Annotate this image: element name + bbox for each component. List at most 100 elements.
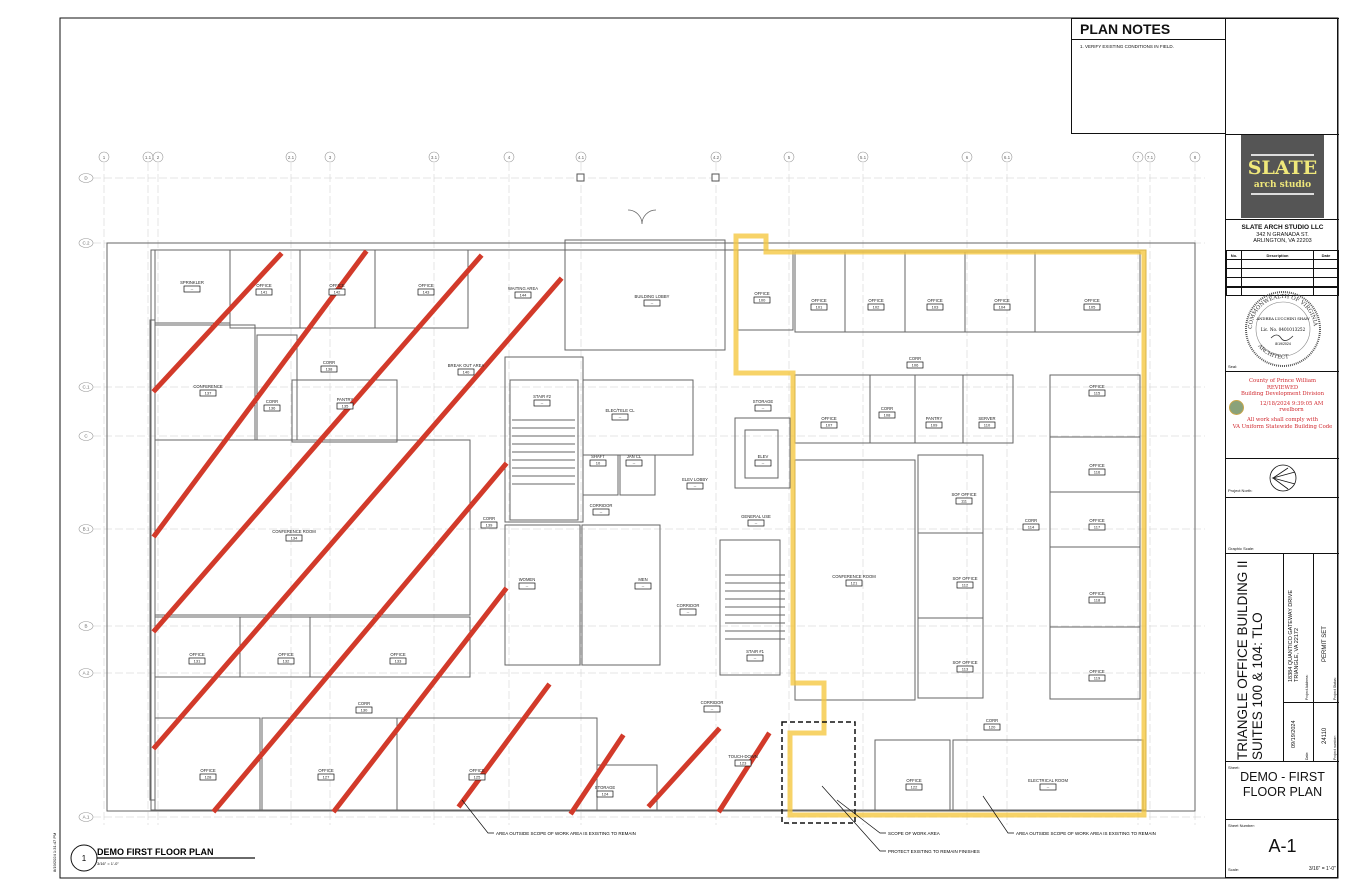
room-number: 107 (826, 423, 833, 428)
plan-note-1: 1. VERIFY EXISTING CONDITIONS IN FIELD. (1080, 44, 1174, 49)
stamp-line-7: VA Uniform Statewide Building Code (1232, 423, 1333, 430)
firm-name: SLATE ARCH STUDIO LLC (1241, 224, 1324, 231)
room-number-box (686, 482, 704, 490)
room-number-box (1022, 523, 1040, 531)
room-number-box (926, 303, 944, 311)
room-tag: SPRINKLER-- (180, 280, 204, 293)
room-number-box (589, 459, 607, 467)
sheet-scale: 3/16" = 1'-0" (1308, 866, 1336, 872)
room-name: OFFICE (1084, 298, 1100, 303)
room-number: -- (619, 415, 622, 420)
logo-text-1: SLATE (1247, 157, 1318, 179)
county-seal-icon (1229, 400, 1244, 415)
room-number-box (263, 404, 281, 412)
room-name: OFFICE (927, 298, 943, 303)
room-number: -- (694, 484, 697, 489)
room-number-box (747, 519, 765, 527)
room-name: GENERAL USE (741, 514, 771, 519)
room-number-box (643, 299, 661, 307)
room-tag: STAIR #2-- (533, 394, 552, 407)
grid-label: 5.1 (860, 155, 867, 160)
room-name: OFFICE (754, 291, 770, 296)
room-number: 143 (423, 290, 430, 295)
grid-label: 4.1 (578, 155, 585, 160)
grid-bubble (78, 173, 94, 183)
room-number-box (1083, 303, 1101, 311)
wall (874, 739, 951, 811)
project-number-label: Project number: (1333, 735, 1337, 760)
stamp-line-5: rwelborn (1279, 407, 1304, 414)
room-tag: STAIR #1-- (746, 649, 765, 662)
room-number-box (317, 773, 335, 781)
rev-header-date: Date (1313, 250, 1339, 260)
room-name: SHAFT (591, 454, 605, 459)
grid-label: D (84, 176, 88, 181)
grid-label: 7 (1137, 155, 1140, 160)
room-name: OFFICE (318, 768, 334, 773)
room-number-box (956, 581, 974, 589)
room-number-box (480, 521, 498, 529)
room-number-box (285, 534, 303, 542)
room-number-box (596, 790, 614, 798)
seal-name: ANDREA LUCCHINI SHAW (1255, 316, 1309, 321)
wall (581, 524, 661, 666)
room-number: 131 (194, 659, 201, 664)
room-number: 120 (989, 725, 996, 730)
room-name: WAITING AREA (508, 286, 538, 291)
room-tag: STORAGE-- (753, 399, 773, 412)
room-name: CONFERENCE ROOM (832, 574, 876, 579)
firm-logo: SLATE arch studio (1241, 135, 1324, 218)
room-number-box (810, 303, 828, 311)
grid-label: 7.1 (1147, 155, 1154, 160)
logo-text-2: arch studio (1253, 180, 1312, 190)
room-number-box (1088, 674, 1106, 682)
room-number: 117 (1094, 525, 1101, 530)
grid-label: B.1 (83, 527, 90, 532)
room-labels: SPRINKLER--OFFICE141OFFICE142OFFICE143WA… (180, 280, 1106, 798)
wall (964, 251, 1036, 333)
room-number: 113 (962, 667, 969, 672)
grid-label: 6 (966, 155, 969, 160)
wall (917, 617, 984, 699)
room-number: 105 (1089, 305, 1096, 310)
room-number: 118 (1094, 598, 1101, 603)
room-name: SPRINKLER (180, 280, 204, 285)
seal-ring-text: COMMONWEALTH OF VIRGINIA (1248, 294, 1318, 329)
room-number: 136 (269, 406, 276, 411)
grid-bubble (575, 151, 587, 163)
room-number: -- (754, 656, 757, 661)
grid-bubble (961, 151, 973, 163)
room-number: -- (762, 406, 765, 411)
sheet-number: A-1 (1268, 836, 1297, 856)
grid-bubble (428, 151, 440, 163)
room-number-box (955, 497, 973, 505)
grid-bubble (78, 524, 94, 534)
sheet-title-1: DEMO - FIRST (1240, 770, 1325, 784)
room-number: 111 (961, 499, 968, 504)
wall (396, 717, 598, 811)
room-number-box (956, 665, 974, 673)
room-number: 108 (884, 413, 891, 418)
grid-bubble (324, 151, 336, 163)
svg-text:COMMONWEALTH OF VIRGINIA: COMMONWEALTH OF VIRGINIA (1248, 294, 1318, 329)
wall (504, 356, 584, 523)
room-tag: CORRIDOR-- (677, 603, 699, 616)
sheet-title-2: FLOOR PLAN (1242, 785, 1323, 799)
seal-label: Seal: (1228, 364, 1238, 369)
room-number: 114 (1028, 525, 1035, 530)
room-number: 109 (931, 423, 938, 428)
plan-notes-panel: PLAN NOTES 1. VERIFY EXISTING CONDITIONS… (1071, 18, 1226, 134)
